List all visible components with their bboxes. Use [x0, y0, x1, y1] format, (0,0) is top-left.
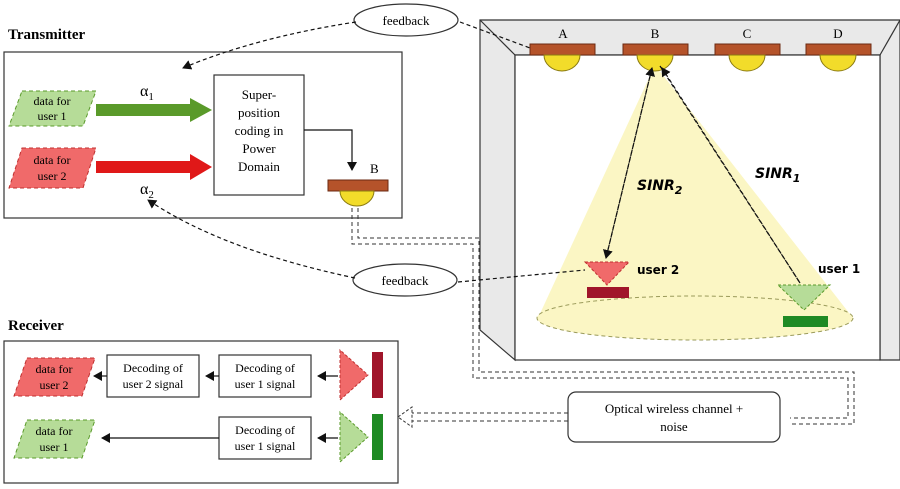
coding-line3: coding in	[235, 123, 284, 138]
rx-decode-user2-line2: user 2 signal	[123, 377, 184, 391]
user1-label: user 1	[818, 262, 860, 276]
coding-line4: Power	[242, 141, 276, 156]
sinr1-label: SINR1	[755, 166, 800, 185]
led-c-label: C	[743, 26, 752, 41]
input-user1-line2: user 1	[38, 109, 67, 123]
user2-label: user 2	[637, 263, 679, 277]
superposition-coding-box	[213, 74, 305, 196]
coding-to-led-arrow	[304, 129, 357, 171]
output-user2	[13, 357, 96, 397]
input-user2-line2: user 2	[38, 169, 67, 183]
led-b-label: B	[651, 26, 660, 41]
feedback-mid-arrow	[147, 199, 356, 279]
arrow-user1	[96, 98, 212, 122]
input-user1	[8, 90, 97, 127]
rx-decode-user1-b-line1: Decoding of	[235, 423, 295, 437]
output-user2-line1: data for	[36, 362, 73, 376]
sinr2-label: SINR2	[637, 178, 683, 197]
alpha2-label: α2	[140, 181, 154, 201]
input-user2	[8, 147, 97, 189]
user2-receiver: user 2	[583, 261, 679, 298]
channel-box	[567, 391, 781, 443]
user1-receiver: user 1	[776, 262, 860, 327]
led-a-label: A	[558, 26, 568, 41]
transmitter-title: Transmitter	[8, 27, 86, 43]
rx-decode-user2-line1: Decoding of	[123, 361, 183, 375]
led-c: C	[714, 26, 781, 72]
rx-decode-user1-a-line2: user 1 signal	[235, 377, 296, 391]
beam-footprint	[536, 295, 854, 341]
output-user1-line1: data for	[36, 424, 73, 438]
coding-line5: Domain	[238, 159, 280, 174]
coding-line2: position	[238, 105, 280, 120]
output-user1-line2: user 1	[40, 440, 69, 454]
coding-line1: Super-	[242, 87, 276, 102]
tx-led-label: B	[370, 161, 379, 176]
feedback-mid-bubble	[352, 263, 458, 297]
alpha1-label: α1	[140, 83, 154, 103]
led-d: D	[805, 26, 872, 72]
feedback-top-arrow	[182, 21, 357, 70]
channel-to-receiver-arrow	[397, 406, 568, 428]
led-b: B	[622, 26, 689, 72]
channel-line1: Optical wireless channel +	[605, 401, 743, 416]
channel-path	[351, 208, 855, 425]
channel-line2: noise	[660, 419, 688, 434]
led-a: A	[529, 26, 596, 72]
rx-decode-user1-b-line2: user 1 signal	[235, 439, 296, 453]
output-user2-line2: user 2	[40, 378, 69, 392]
feedback-top-link-room	[459, 21, 531, 49]
arrow-user2	[96, 154, 212, 180]
tx-led-b	[327, 179, 389, 192]
receiver-title: Receiver	[8, 318, 64, 334]
room: A B C D SINR2 SINR1 user 2	[479, 19, 900, 362]
input-user2-line1: data for	[34, 153, 71, 167]
sinr2-link	[603, 67, 653, 259]
light-beam	[538, 65, 853, 318]
input-user1-line1: data for	[34, 94, 71, 108]
rx-user1-detector	[339, 410, 369, 464]
rx-decode-user1-a-line1: Decoding of	[235, 361, 295, 375]
rx-decode-user1-a	[218, 354, 312, 398]
output-user1	[13, 419, 96, 459]
feedback-mid-label: feedback	[382, 273, 429, 288]
feedback-top-label: feedback	[383, 13, 430, 28]
led-d-label: D	[833, 26, 842, 41]
rx-user2-detector	[339, 348, 369, 402]
feedback-top-bubble	[353, 3, 459, 37]
